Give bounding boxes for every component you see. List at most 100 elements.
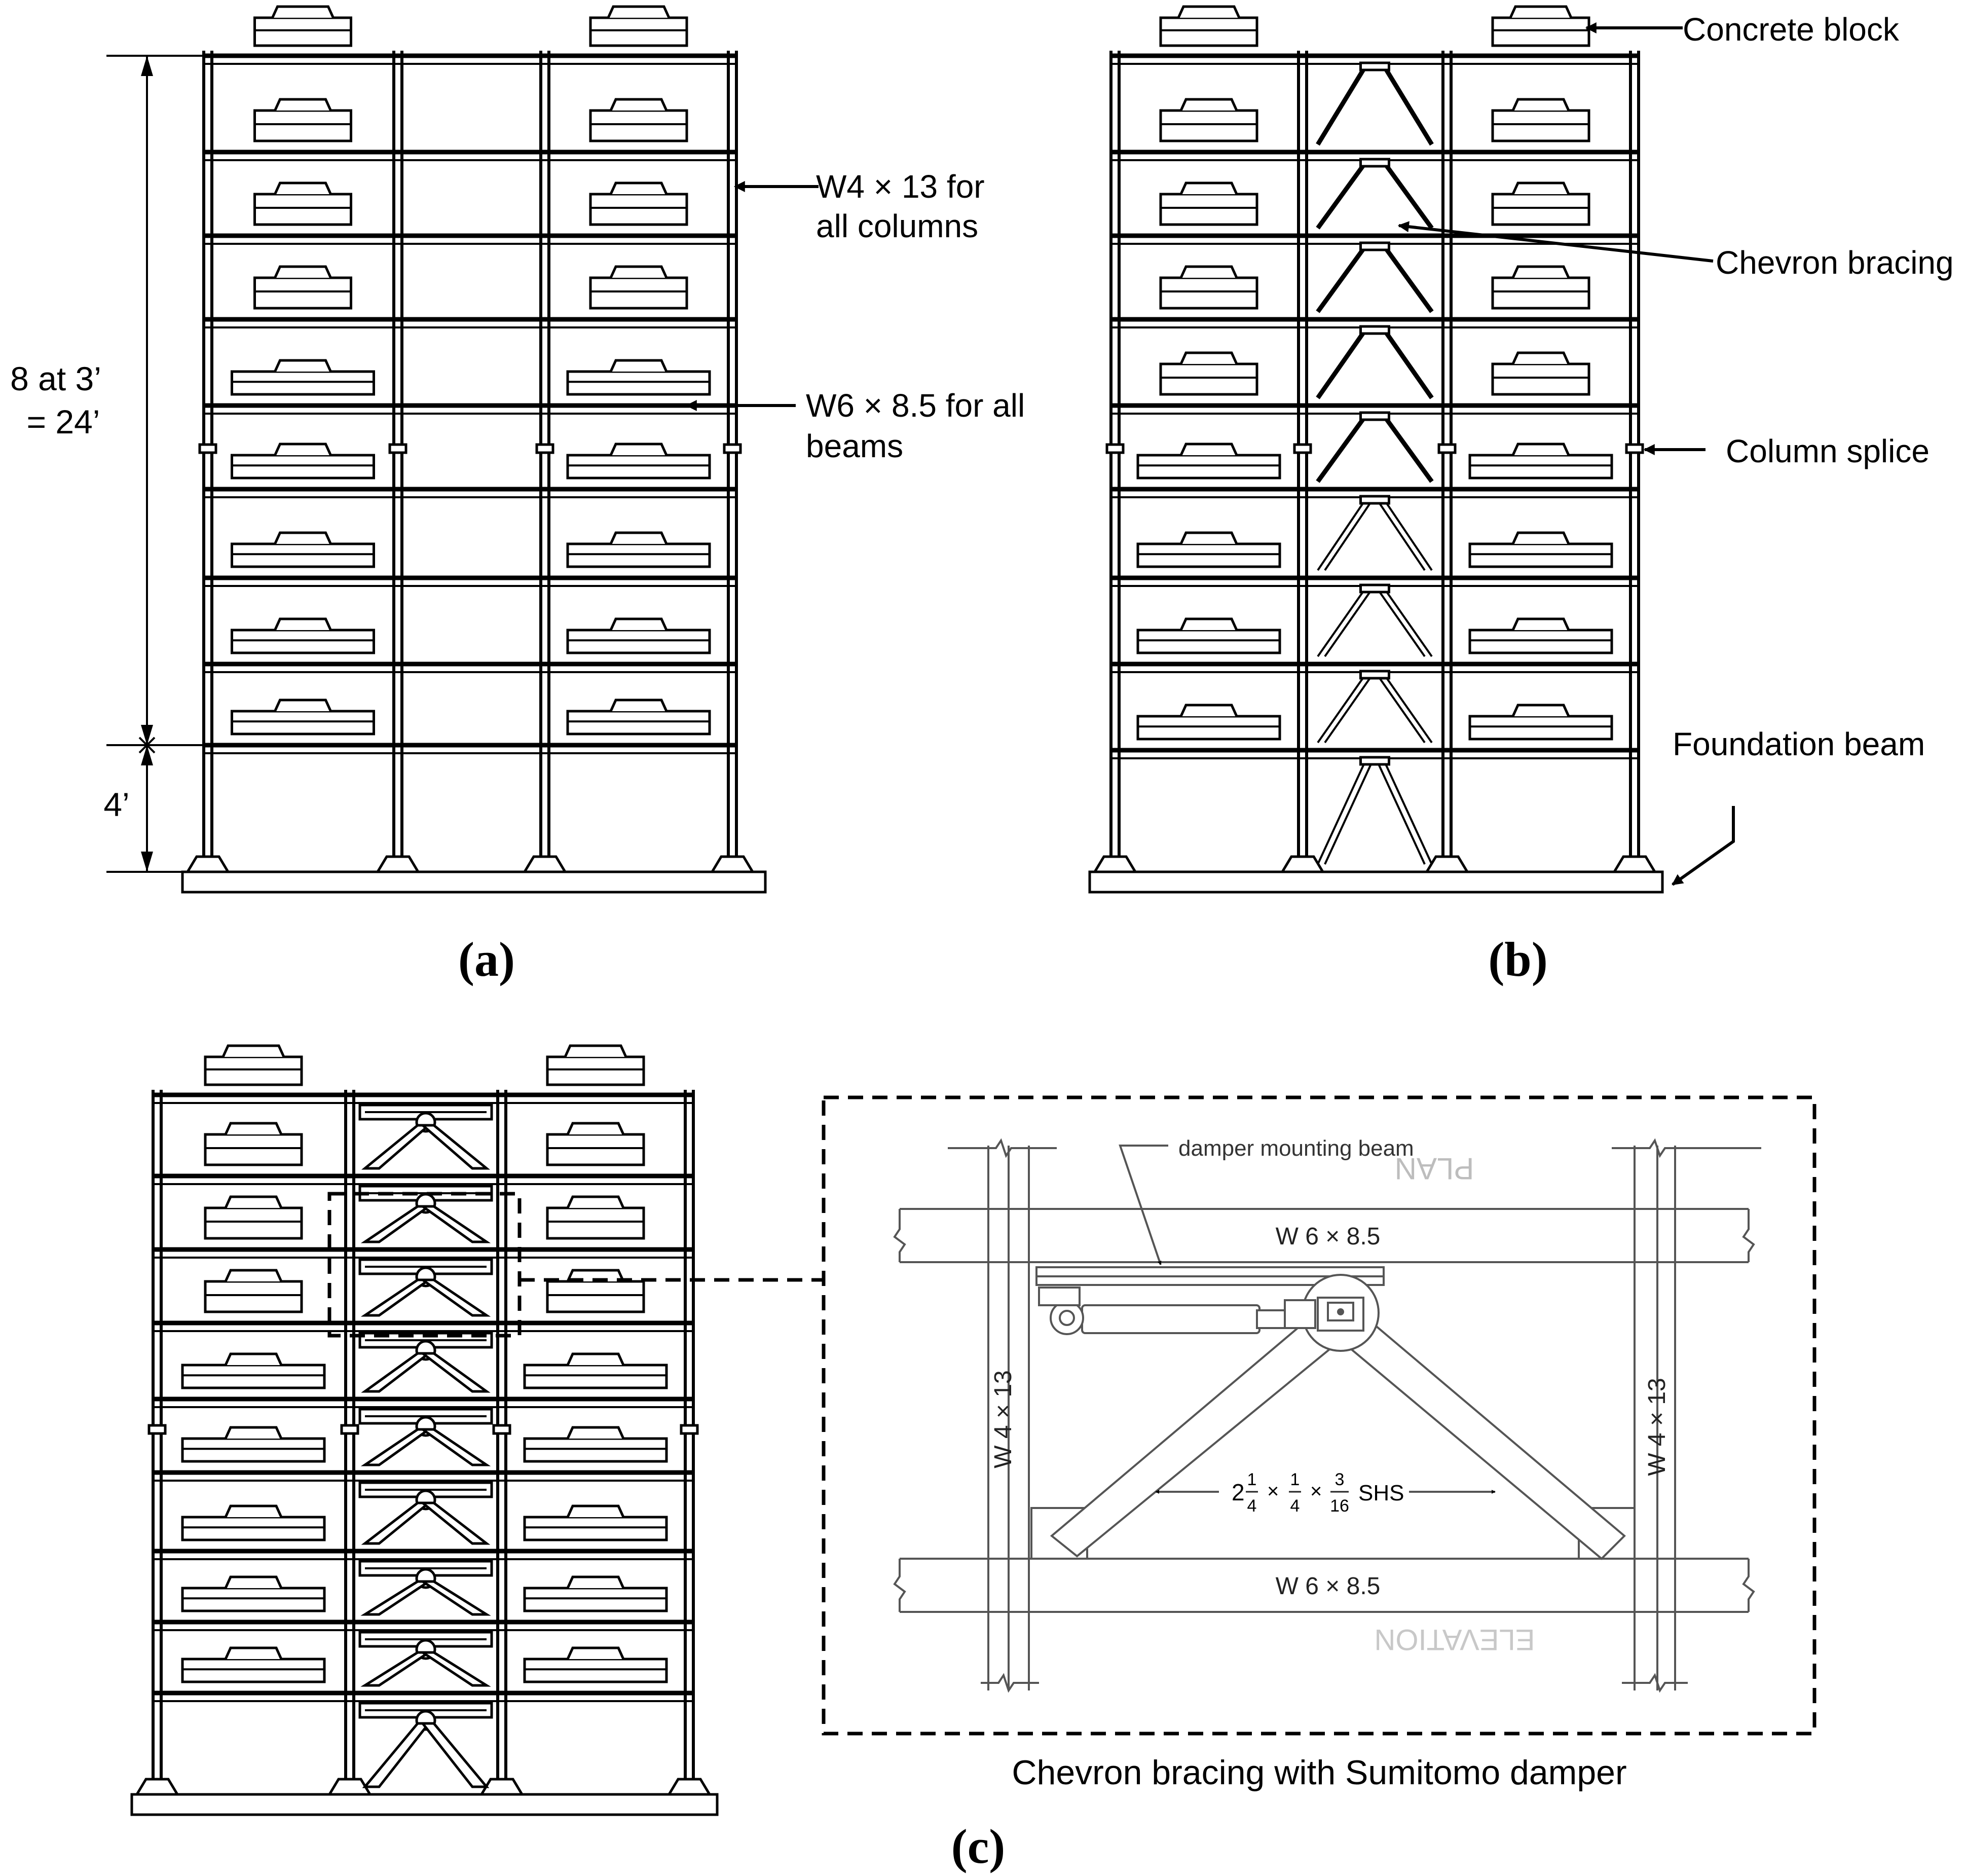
panel-a-height-dimension — [106, 55, 203, 873]
right-column-label: W 4 × 13 — [1644, 1378, 1671, 1476]
concrete-block — [231, 629, 375, 654]
svg-text:2: 2 — [1232, 1479, 1245, 1505]
svg-text:16: 16 — [1330, 1496, 1349, 1516]
chevron-brace — [1383, 587, 1433, 657]
column-base-plate — [522, 855, 568, 873]
chevron-brace — [1317, 498, 1367, 571]
brace-gusset — [1359, 325, 1390, 335]
left-column-label: W 4 × 13 — [990, 1370, 1017, 1468]
foundation-beam — [181, 870, 767, 894]
panel-c-caption: (c) — [951, 1819, 1006, 1873]
svg-text:×: × — [1310, 1480, 1322, 1502]
column-base-plate — [1280, 855, 1325, 873]
panel-b-foundation-arrow — [1672, 806, 1735, 886]
concrete-block — [566, 454, 711, 480]
chevron-brace — [360, 1428, 433, 1466]
brace-gusset — [1359, 241, 1390, 251]
concrete-block — [1136, 542, 1281, 568]
foundation-beam — [130, 1793, 719, 1816]
concrete-block — [204, 1280, 303, 1313]
chevron-brace — [1317, 587, 1367, 657]
chevron-brace — [419, 1278, 491, 1317]
concrete-block — [1159, 276, 1258, 310]
chevron-brace — [1382, 328, 1434, 399]
chevron-brace — [1316, 161, 1368, 230]
chevron-brace — [360, 1205, 433, 1243]
chevron-brace — [361, 1352, 433, 1393]
concrete-block — [181, 1364, 326, 1389]
concrete-block — [546, 1206, 645, 1240]
concrete-block — [523, 1516, 668, 1541]
concrete-block — [1159, 362, 1258, 396]
ghost-elevation-text: ELEVATION — [1375, 1623, 1535, 1656]
chevron-brace — [361, 1124, 432, 1170]
brace-gusset — [1359, 756, 1390, 766]
concrete-block — [1159, 193, 1258, 226]
chevron-brace — [419, 1124, 491, 1170]
column-splice — [1437, 443, 1457, 454]
chevron-brace — [418, 1651, 491, 1687]
brace-section-label: 2 1 4 × 1 4 × 3 16 SHS — [1232, 1470, 1404, 1516]
concrete-block — [523, 1437, 668, 1463]
concrete-block — [523, 1658, 668, 1683]
column-splice — [198, 443, 217, 454]
concrete-block — [231, 454, 375, 480]
chevron-brace — [1316, 64, 1368, 146]
chevron-brace — [1383, 498, 1433, 571]
chevron-brace — [419, 1428, 491, 1466]
column-base-plate — [666, 1778, 712, 1796]
concrete-block — [253, 276, 352, 310]
panel-a-height-label-1: 8 at 3’ — [10, 360, 101, 397]
concrete-block — [546, 1055, 645, 1086]
column-base-plate — [1092, 855, 1138, 873]
damper-mounting-beam-label: damper mounting beam — [1178, 1136, 1414, 1161]
concrete-block — [566, 629, 711, 654]
brace-gusset — [1359, 670, 1390, 680]
panel-b-splice-label: Column splice — [1726, 433, 1930, 469]
svg-text:3: 3 — [1335, 1470, 1345, 1489]
concrete-block — [566, 542, 711, 568]
concrete-block — [523, 1364, 668, 1389]
concrete-block — [204, 1133, 303, 1166]
chevron-brace — [362, 1722, 432, 1788]
brace-gusset — [1359, 583, 1390, 594]
column-base-plate — [1424, 855, 1470, 873]
ghost-plan-text: PLAN — [1395, 1152, 1474, 1186]
panel-a-column-label-1: W4 × 13 for — [816, 168, 985, 205]
svg-text:×: × — [1267, 1480, 1279, 1502]
concrete-block — [1468, 715, 1613, 741]
svg-text:1: 1 — [1247, 1470, 1257, 1489]
concrete-block — [589, 276, 688, 310]
concrete-block — [253, 16, 352, 47]
column-splice — [723, 443, 742, 454]
chevron-brace — [1316, 244, 1368, 313]
svg-text:4: 4 — [1247, 1496, 1257, 1516]
concrete-block — [204, 1206, 303, 1240]
damper-detail-drawing — [893, 1138, 1761, 1693]
svg-text:SHS: SHS — [1358, 1481, 1404, 1505]
concrete-block — [1491, 276, 1590, 310]
column-splice — [147, 1424, 167, 1435]
panel-a-column-label-2: all columns — [816, 208, 978, 244]
concrete-block — [1491, 362, 1590, 396]
panel-b-frame — [1088, 5, 1664, 894]
chevron-brace — [1317, 760, 1367, 865]
column-base-plate — [1612, 855, 1657, 873]
concrete-block — [566, 710, 711, 735]
concrete-block — [1136, 629, 1281, 654]
column-splice — [492, 1424, 511, 1435]
panel-b-caption: (b) — [1488, 932, 1547, 986]
chevron-brace — [420, 1722, 490, 1788]
chevron-brace — [1382, 161, 1434, 230]
chevron-brace — [1382, 414, 1434, 483]
panel-a-caption: (a) — [458, 932, 515, 986]
chevron-brace — [361, 1501, 433, 1545]
concrete-block — [253, 193, 352, 226]
chevron-brace — [418, 1580, 491, 1616]
chevron-brace — [1382, 244, 1434, 313]
concrete-block — [253, 109, 352, 142]
concrete-block — [181, 1658, 326, 1683]
chevron-brace — [360, 1278, 433, 1317]
concrete-block — [1491, 16, 1590, 47]
